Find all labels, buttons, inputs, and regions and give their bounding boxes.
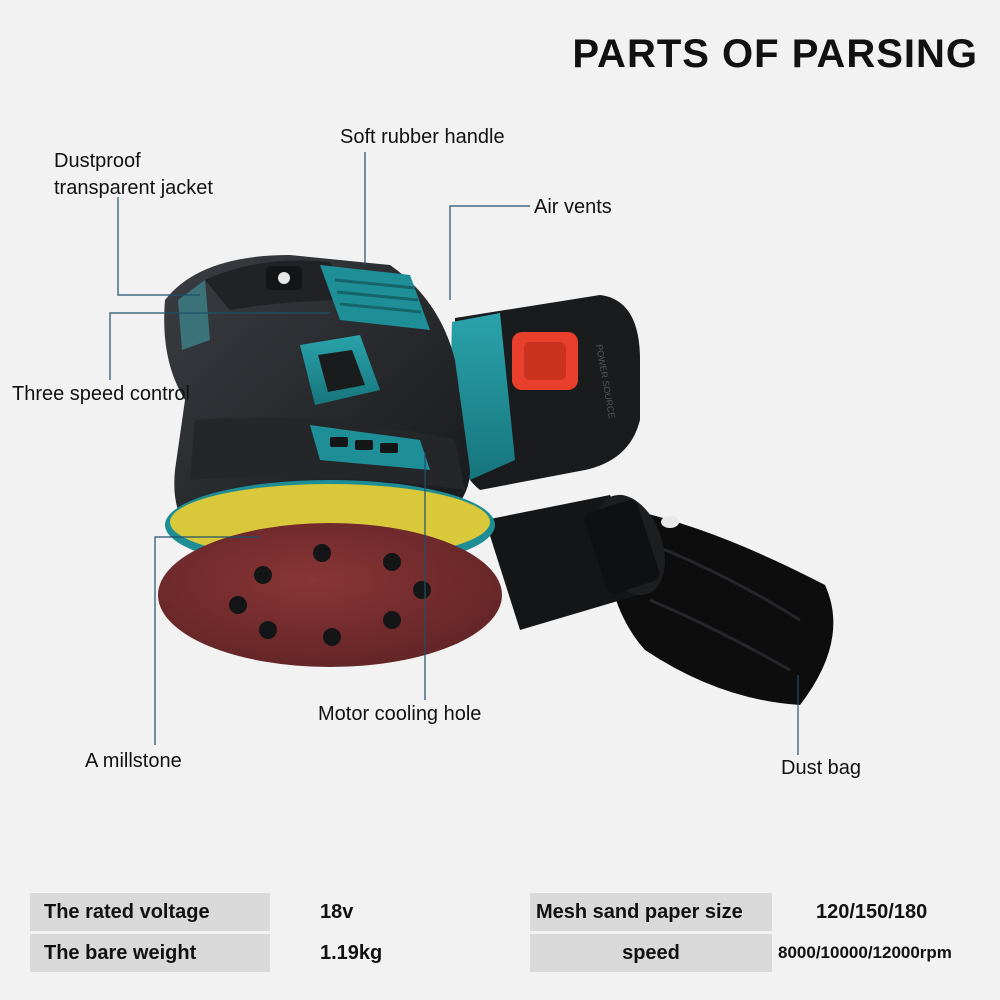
callout-dustproof-line1: Dustproof bbox=[54, 150, 141, 172]
spec-label-voltage: The rated voltage bbox=[30, 893, 270, 931]
spec-label-sandpaper-size: Mesh sand paper size bbox=[530, 893, 772, 931]
callout-dustproof-line2: transparent jacket bbox=[54, 177, 213, 199]
sander-body-shape bbox=[164, 255, 495, 570]
callout-motor-cooling-hole: Motor cooling hole bbox=[318, 703, 482, 725]
spec-value-voltage: 18v bbox=[320, 901, 354, 923]
spec-label-weight: The bare weight bbox=[30, 934, 270, 972]
spec-value-sandpaper-size: 120/150/180 bbox=[816, 901, 928, 923]
spec-value-speed: 8000/10000/12000rpm bbox=[778, 943, 952, 962]
leader-dustproof bbox=[117, 197, 200, 296]
leader-air-vents bbox=[449, 205, 530, 300]
callout-soft-rubber-handle: Soft rubber handle bbox=[340, 126, 505, 148]
callout-millstone: A millstone bbox=[85, 750, 182, 772]
sanding-pad-shape bbox=[158, 523, 502, 667]
spec-value-weight: 1.19kg bbox=[320, 942, 383, 964]
callout-three-speed-control: Three speed control bbox=[12, 383, 190, 405]
leader-millstone bbox=[154, 536, 260, 745]
battery-pack-shape: POWER SOURCE bbox=[451, 295, 640, 490]
leader-lines bbox=[109, 152, 799, 755]
dust-port-shape bbox=[485, 494, 665, 630]
page-title: PARTS OF PARSING bbox=[572, 32, 978, 76]
callout-dust-bag: Dust bag bbox=[781, 757, 862, 779]
spec-label-speed: speed bbox=[530, 934, 772, 972]
callout-air-vents: Air vents bbox=[534, 196, 612, 218]
leader-speed-control bbox=[109, 312, 330, 380]
